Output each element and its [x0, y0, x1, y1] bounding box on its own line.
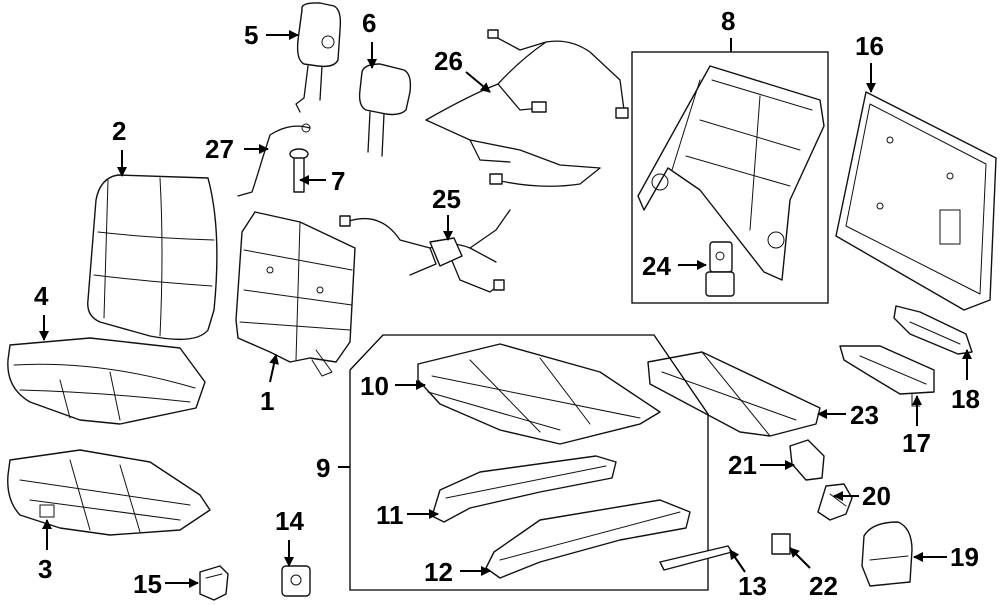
part-8-seatback-frame: [637, 65, 825, 281]
callout-7: 7: [331, 166, 345, 196]
part-5-headrest: [295, 2, 342, 113]
part-27-cable: [237, 123, 311, 197]
callout-23: 23: [850, 400, 879, 430]
part-4-seat-cushion-pad: [7, 337, 206, 425]
callout-13: 13: [738, 571, 767, 601]
part-25-wire-harness: [339, 209, 511, 293]
callout-12: 12: [424, 557, 453, 587]
callout-6: 6: [362, 8, 376, 38]
part-12-seat-track: [485, 499, 691, 579]
callout-26: 26: [434, 46, 463, 76]
part-14-latch: [281, 565, 311, 597]
callout-labels: 1 2 3 4 5 6 7 8 9 10 11 12 13 14 15 16 1…: [34, 6, 980, 601]
part-18-bracket: [893, 305, 973, 355]
group-box-9: [349, 334, 709, 591]
callout-11: 11: [376, 500, 404, 530]
callout-1: 1: [260, 386, 274, 416]
callout-25: 25: [432, 184, 461, 214]
callout-8: 8: [721, 6, 735, 36]
callout-15: 15: [133, 569, 162, 599]
callout-17: 17: [902, 428, 931, 458]
part-22-clip: [771, 533, 791, 555]
callout-18: 18: [951, 384, 980, 414]
callout-27: 27: [205, 134, 234, 164]
part-24-motor: [705, 241, 735, 297]
callout-24: 24: [642, 251, 671, 281]
callout-4: 4: [34, 281, 49, 311]
part-7-guide: [289, 148, 309, 193]
callout-3: 3: [38, 554, 52, 584]
callout-20: 20: [862, 481, 891, 511]
part-10-seat-track-frame: [417, 343, 661, 445]
part-26-wire-harness: [425, 29, 629, 187]
callout-19: 19: [950, 542, 979, 572]
part-6-headrest: [358, 63, 412, 157]
part-16-seatback-board: [835, 91, 997, 311]
callout-14: 14: [275, 506, 304, 536]
part-2-seat-back-cushion: [87, 174, 218, 341]
part-1-seat-back-frame: [235, 211, 356, 377]
part-17-bracket: [839, 345, 935, 407]
callout-22: 22: [809, 571, 838, 601]
part-21-cover: [789, 439, 825, 481]
part-13-rod: [659, 545, 733, 571]
part-3-seat-cushion-frame: [7, 449, 211, 536]
callout-2: 2: [112, 116, 126, 146]
callout-21: 21: [728, 450, 757, 480]
part-15-clip: [199, 565, 229, 601]
part-11-seat-track: [431, 455, 617, 523]
callout-10: 10: [360, 371, 389, 401]
part-19-cover: [861, 521, 913, 587]
callout-16: 16: [855, 31, 884, 61]
part-20-bracket: [817, 483, 853, 521]
leader-lines: [39, 30, 972, 588]
callout-5: 5: [244, 20, 258, 50]
callout-9: 9: [316, 453, 330, 483]
